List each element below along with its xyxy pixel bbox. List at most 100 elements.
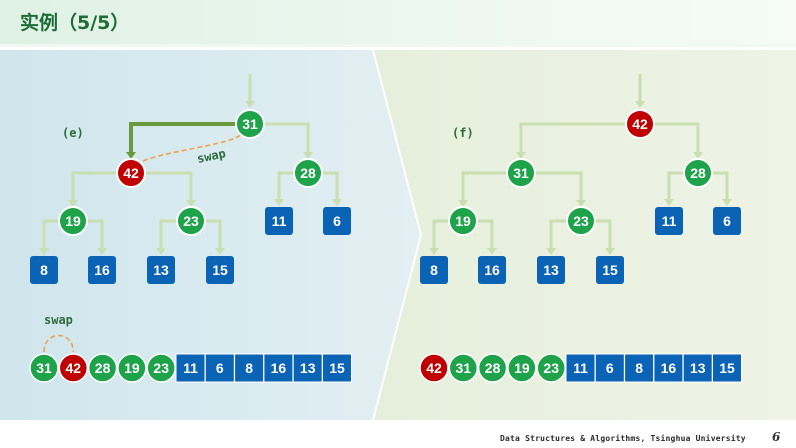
svg-text:23: 23 bbox=[183, 213, 199, 229]
svg-text:8: 8 bbox=[430, 262, 438, 278]
svg-text:28: 28 bbox=[95, 360, 111, 376]
tree-edge bbox=[131, 171, 193, 203]
svg-text:11: 11 bbox=[662, 213, 677, 229]
tree-node: 31 bbox=[235, 109, 265, 139]
svg-text:42: 42 bbox=[66, 360, 82, 376]
swap-curve bbox=[142, 133, 243, 162]
array-cell: 23 bbox=[536, 353, 566, 383]
svg-text:15: 15 bbox=[329, 360, 345, 376]
svg-text:13: 13 bbox=[300, 360, 316, 376]
array-cell: 11 bbox=[175, 353, 206, 383]
array-cell: 11 bbox=[565, 353, 596, 383]
svg-text:8: 8 bbox=[635, 360, 643, 376]
svg-text:28: 28 bbox=[690, 165, 706, 181]
tree-node: 31 bbox=[506, 158, 536, 188]
array-cell: 6 bbox=[594, 353, 625, 383]
stage-label: (f) bbox=[452, 126, 474, 140]
tree-node: 42 bbox=[625, 109, 655, 139]
array-cell: 15 bbox=[322, 353, 352, 383]
svg-text:19: 19 bbox=[65, 213, 81, 229]
array-cell: 31 bbox=[29, 353, 59, 383]
tree-node: 6 bbox=[323, 207, 351, 235]
svg-text:11: 11 bbox=[183, 360, 198, 376]
array-cell: 16 bbox=[653, 353, 684, 383]
array-cell: 19 bbox=[507, 353, 537, 383]
title-bar bbox=[0, 0, 796, 44]
svg-text:15: 15 bbox=[719, 360, 735, 376]
array-cell: 8 bbox=[624, 353, 655, 383]
left-panel bbox=[0, 50, 420, 420]
svg-text:19: 19 bbox=[455, 213, 471, 229]
tree-node: 11 bbox=[265, 207, 293, 235]
tree-node: 19 bbox=[58, 206, 88, 236]
tree-edge bbox=[640, 122, 700, 155]
tree-node: 8 bbox=[420, 256, 448, 284]
stage-label: (e) bbox=[62, 126, 84, 140]
array-cell: 13 bbox=[682, 353, 713, 383]
title-divider bbox=[0, 44, 796, 47]
svg-text:16: 16 bbox=[484, 262, 500, 278]
svg-text:16: 16 bbox=[94, 262, 110, 278]
svg-text:23: 23 bbox=[573, 213, 589, 229]
svg-text:19: 19 bbox=[514, 360, 530, 376]
tree-node: 11 bbox=[655, 207, 683, 235]
array-cell: 28 bbox=[87, 353, 118, 383]
svg-text:8: 8 bbox=[245, 360, 253, 376]
tree-node: 16 bbox=[478, 256, 506, 284]
tree-node: 15 bbox=[596, 256, 624, 284]
svg-text:11: 11 bbox=[573, 360, 588, 376]
footer-text: Data Structures & Algorithms, Tsinghua U… bbox=[500, 434, 746, 443]
tree-node: 13 bbox=[537, 256, 565, 284]
tree-edge bbox=[71, 171, 131, 203]
svg-text:42: 42 bbox=[632, 116, 648, 132]
array-swap-label: swap bbox=[44, 313, 73, 327]
svg-text:13: 13 bbox=[690, 360, 706, 376]
svg-text:15: 15 bbox=[212, 262, 228, 278]
tree-node: 28 bbox=[683, 158, 713, 188]
svg-text:6: 6 bbox=[606, 360, 614, 376]
tree-node: 13 bbox=[147, 256, 175, 284]
array-cell: 31 bbox=[448, 353, 479, 383]
svg-text:42: 42 bbox=[426, 360, 442, 376]
svg-text:23: 23 bbox=[543, 360, 559, 376]
right-stage: (f) 42 31 28 19 23 11 6 8 16 13 15 42 31 28 19 23 11 6 8 16 1… bbox=[419, 74, 742, 383]
slide-title: 实例（5/5） bbox=[20, 12, 130, 34]
tree-edge bbox=[521, 171, 583, 203]
array-cell: 19 bbox=[117, 353, 147, 383]
svg-text:6: 6 bbox=[333, 213, 341, 229]
svg-text:13: 13 bbox=[153, 262, 169, 278]
svg-text:31: 31 bbox=[36, 360, 52, 376]
array-swap-curve bbox=[43, 334, 75, 353]
svg-text:31: 31 bbox=[242, 116, 258, 132]
page-number: 6 bbox=[772, 430, 781, 444]
array-cell: 6 bbox=[204, 353, 235, 383]
svg-text:28: 28 bbox=[300, 165, 316, 181]
swap-label: swap bbox=[196, 146, 227, 166]
svg-text:11: 11 bbox=[272, 213, 287, 229]
tree-node: 15 bbox=[206, 256, 234, 284]
array-cell: 23 bbox=[146, 353, 176, 383]
svg-text:16: 16 bbox=[271, 360, 287, 376]
array-cell: 42 bbox=[419, 353, 449, 383]
tree-edge bbox=[519, 122, 640, 155]
svg-text:42: 42 bbox=[123, 165, 139, 181]
array-cell: 15 bbox=[712, 353, 742, 383]
tree-node: 16 bbox=[88, 256, 116, 284]
svg-text:6: 6 bbox=[723, 213, 731, 229]
svg-text:19: 19 bbox=[124, 360, 140, 376]
array-cell: 28 bbox=[477, 353, 508, 383]
svg-text:8: 8 bbox=[40, 262, 48, 278]
svg-text:31: 31 bbox=[456, 360, 472, 376]
tree-edge bbox=[461, 171, 521, 203]
tree-edge bbox=[250, 122, 310, 155]
tree-node: 42 bbox=[116, 158, 146, 188]
svg-text:15: 15 bbox=[602, 262, 618, 278]
tree-node: 23 bbox=[566, 206, 596, 236]
svg-text:16: 16 bbox=[661, 360, 677, 376]
svg-text:6: 6 bbox=[216, 360, 224, 376]
tree-node: 28 bbox=[293, 158, 323, 188]
svg-text:23: 23 bbox=[153, 360, 169, 376]
array-cell: 8 bbox=[234, 353, 265, 383]
array-cell: 16 bbox=[263, 353, 294, 383]
